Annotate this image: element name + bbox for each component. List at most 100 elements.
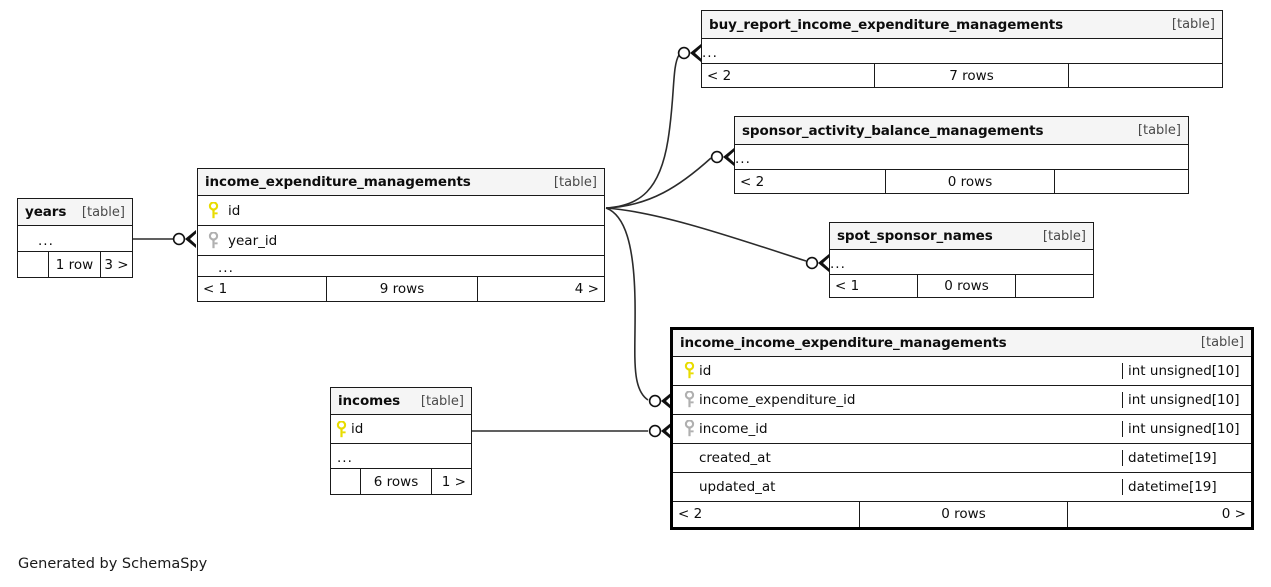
edge-iem-to-buy-report	[605, 54, 680, 209]
table-type-tag: [table]	[553, 174, 597, 190]
table-columns: ...	[735, 145, 1188, 170]
table-type-tag: [table]	[1137, 123, 1181, 138]
column-name-cell: updated_at	[673, 479, 1122, 495]
table-type-tag: [table]	[81, 204, 125, 220]
column-name-cell: income_id	[673, 420, 1122, 437]
column-name: ...	[337, 450, 353, 466]
footer-children[interactable]: 3 >	[104, 256, 129, 273]
edge-iem-to-sponsor-activity	[605, 157, 712, 209]
column-name-cell: id	[673, 362, 1122, 379]
footer-rowcount: 7 rows	[875, 64, 1069, 87]
column-name: income_id	[699, 420, 768, 437]
column-row[interactable]: income_id int unsigned[10]	[673, 414, 1251, 444]
table-type-tag: [table]	[1171, 17, 1215, 32]
column-type: int unsigned[10]	[1122, 420, 1251, 437]
table-title: years	[25, 204, 67, 220]
edge-iem-to-spot-sponsor	[605, 207, 807, 262]
foreign-key-icon	[679, 420, 699, 437]
column-type: datetime[19]	[1122, 449, 1251, 466]
column-row[interactable]: ...	[702, 39, 1222, 64]
table-footer: < 2 7 rows	[702, 64, 1222, 87]
table-header: income_income_expenditure_managements [t…	[673, 330, 1251, 357]
footer-parents[interactable]: < 2	[702, 64, 875, 87]
column-row[interactable]: year_id	[198, 226, 604, 256]
column-name: id	[699, 362, 712, 379]
column-name: ...	[218, 260, 234, 276]
footer-children[interactable]: 1 >	[441, 473, 466, 490]
table-title: incomes	[338, 393, 401, 409]
footer-children[interactable]: 0 >	[1221, 506, 1246, 523]
table-columns: ...	[18, 226, 132, 252]
column-name: ...	[735, 151, 751, 167]
table-columns: ...	[702, 39, 1222, 64]
column-name-cell: income_expenditure_id	[673, 391, 1122, 408]
table-footer: < 2 0 rows 0 >	[673, 501, 1251, 527]
edge-iem-to-iiem	[605, 207, 649, 401]
table-columns: id ...	[331, 415, 471, 469]
table-footer: < 1 0 rows	[830, 275, 1093, 297]
table-footer: < 2 0 rows	[735, 170, 1188, 193]
foreign-key-icon	[198, 232, 228, 249]
table-type-tag: [table]	[1042, 228, 1086, 244]
table-columns: id int unsigned[10] income_expenditure_i…	[673, 356, 1251, 502]
footer-parents[interactable]: < 2	[673, 501, 860, 527]
footer-rowcount: 6 rows	[361, 469, 432, 494]
column-row[interactable]: id	[331, 415, 471, 444]
table-header: buy_report_income_expenditure_management…	[702, 11, 1222, 39]
column-name: income_expenditure_id	[699, 391, 856, 408]
footer-children[interactable]: 4 >	[574, 281, 599, 297]
table-spot-sponsor-names[interactable]: spot_sponsor_names [table] ... < 1 0 row…	[829, 222, 1094, 298]
column-row[interactable]: income_expenditure_id int unsigned[10]	[673, 385, 1251, 415]
footer-parents[interactable]: < 1	[830, 275, 918, 297]
generated-by-caption: Generated by SchemaSpy	[18, 556, 208, 572]
table-title: buy_report_income_expenditure_management…	[709, 16, 1064, 33]
footer-children[interactable]	[1016, 275, 1093, 297]
table-header: sponsor_activity_balance_managements [ta…	[735, 117, 1188, 145]
footer-parents[interactable]	[18, 252, 49, 277]
column-name-cell: created_at	[673, 450, 1122, 466]
table-title: spot_sponsor_names	[837, 228, 993, 244]
footer-rowcount: 1 row	[49, 252, 101, 277]
column-row[interactable]: id int unsigned[10]	[673, 356, 1251, 386]
table-years[interactable]: years [table] ... 1 row 3 >	[17, 198, 133, 278]
footer-rowcount: 0 rows	[860, 501, 1068, 527]
column-type: datetime[19]	[1122, 478, 1251, 495]
column-row[interactable]: ...	[18, 226, 132, 252]
column-name: updated_at	[699, 478, 776, 495]
table-header: income_expenditure_managements [table]	[198, 169, 604, 196]
column-name: id	[351, 421, 364, 437]
column-row[interactable]: ...	[331, 444, 471, 469]
primary-key-icon	[198, 202, 228, 219]
column-row[interactable]: created_at datetime[19]	[673, 443, 1251, 473]
table-sponsor-activity-balance-managements[interactable]: sponsor_activity_balance_managements [ta…	[734, 116, 1189, 194]
table-header: incomes [table]	[331, 388, 471, 415]
column-name: id	[228, 202, 241, 219]
footer-parents[interactable]	[331, 469, 361, 494]
column-row[interactable]: id	[198, 196, 604, 226]
table-title: income_income_expenditure_managements	[680, 334, 1007, 351]
footer-parents[interactable]: < 1	[198, 277, 327, 301]
footer-rowcount: 9 rows	[327, 277, 478, 301]
primary-key-icon	[679, 362, 699, 379]
footer-parents[interactable]: < 2	[735, 170, 886, 193]
column-name: ...	[38, 232, 54, 249]
column-name: ...	[702, 45, 718, 61]
column-row[interactable]: updated_at datetime[19]	[673, 472, 1251, 502]
footer-children[interactable]	[1055, 170, 1188, 193]
table-buy-report-income-expenditure-managements[interactable]: buy_report_income_expenditure_management…	[701, 10, 1223, 88]
table-columns: id year_id ...	[198, 196, 604, 277]
column-row[interactable]: ...	[735, 145, 1188, 170]
table-footer: 1 row 3 >	[18, 252, 132, 277]
table-title: income_expenditure_managements	[205, 174, 471, 190]
table-footer: < 1 9 rows 4 >	[198, 277, 604, 301]
table-type-tag: [table]	[1200, 335, 1244, 351]
column-name: year_id	[228, 232, 278, 249]
table-columns: ...	[830, 250, 1093, 275]
column-row[interactable]: ...	[198, 256, 604, 277]
column-row[interactable]: ...	[830, 250, 1093, 275]
footer-children[interactable]	[1069, 64, 1222, 87]
table-title: sponsor_activity_balance_managements	[742, 122, 1044, 139]
table-income-income-expenditure-managements[interactable]: income_income_expenditure_managements [t…	[670, 327, 1254, 530]
table-income-expenditure-managements[interactable]: income_expenditure_managements [table] i…	[197, 168, 605, 302]
table-incomes[interactable]: incomes [table] id ... 6 rows 1 >	[330, 387, 472, 495]
